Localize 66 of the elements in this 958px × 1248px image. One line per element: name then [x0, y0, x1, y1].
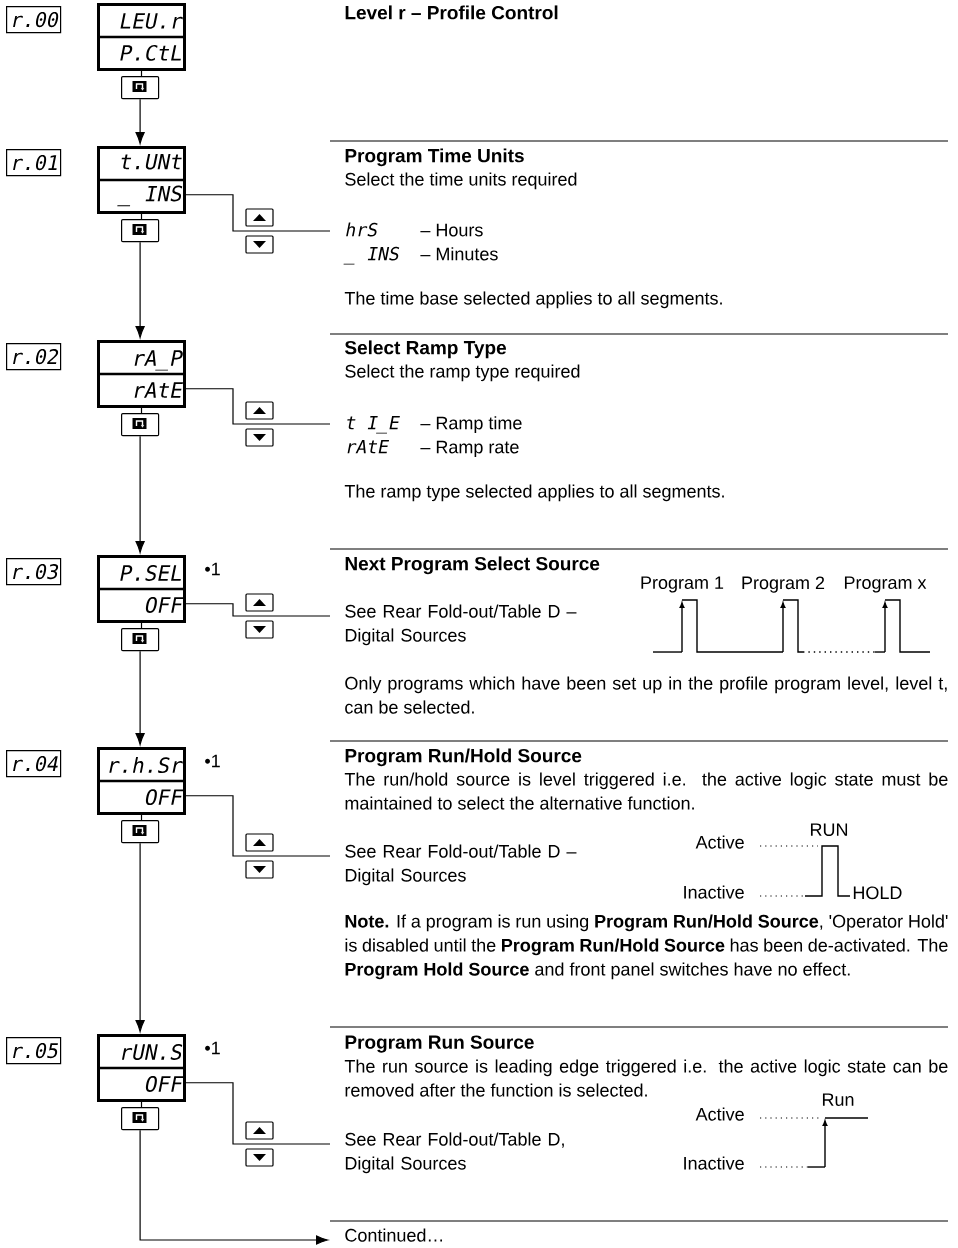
description-text: The time base selected applies to all segments.: [344, 291, 722, 309]
connector-line: [140, 814, 143, 821]
parameter-code-box: r.00: [6, 6, 62, 34]
footnote-mark: •1: [205, 1041, 220, 1055]
waveform-label: Program x: [844, 576, 927, 593]
waveform-label: Active: [695, 835, 744, 849]
section-heading: Program Time Units: [345, 148, 524, 167]
parameter-code-box: r.02: [6, 343, 62, 371]
option-list: t I_E – Ramp time rAtE – Ramp rate: [347, 416, 522, 457]
parameter-code-box: r.01: [6, 149, 62, 177]
display-window: rA_P rAtE: [97, 340, 186, 408]
paragraph: The run/hold source is level triggered i.e. the active logic state must be maintained to select the alternative function.: [344, 772, 948, 810]
description-text: The ramp type selected applies to all segments.: [344, 484, 724, 502]
description-text: Select the ramp type required: [345, 364, 580, 382]
connector-line: [140, 213, 143, 220]
footnote-mark: •1: [205, 562, 220, 576]
scroll-button: [121, 820, 160, 844]
scroll-button: [121, 628, 160, 652]
description-text: See Rear Fold-out/Table D – Digital Sources: [345, 844, 577, 886]
display-window: t.UNt _ INS: [97, 146, 186, 214]
connector-line: [185, 795, 331, 857]
connector-line: [135, 435, 145, 553]
scroll-button: [121, 219, 160, 243]
waveform-label: Inactive: [684, 885, 744, 899]
connector-line: [185, 194, 331, 232]
scroll-button: [121, 1107, 160, 1131]
description-text: Select the time units required: [345, 172, 577, 190]
waveform-label: Inactive: [684, 1156, 744, 1170]
display-window: P.SEL OFF: [97, 555, 186, 623]
connector-line: [140, 70, 143, 77]
description-text: Continued…: [345, 1228, 442, 1242]
connector-line: [185, 388, 331, 425]
description-text: See Rear Fold-out/Table D, Digital Sources: [345, 1132, 564, 1174]
page-title: Level r – Profile Control: [345, 5, 558, 20]
waveform-label: RUN: [810, 823, 848, 836]
paragraph: Note. If a program is run using Program Run/Hold Source, 'Operator Hold' is disabled until the Program Run/Hold Source has been de-activated. The Program Hold Source and front panel switches have no effect.: [345, 914, 948, 980]
connector-line: [140, 1101, 143, 1108]
display-window: LEU.r P.CtL: [97, 3, 186, 71]
waveform-label: Program 1: [641, 576, 724, 593]
connector-line: [139, 1129, 328, 1245]
connector-line: [135, 98, 145, 144]
connector-line: [135, 241, 145, 339]
parameter-code-box: r.04: [6, 750, 62, 778]
waveform-label: HOLD: [853, 886, 902, 900]
display-window: r.h.Sr OFF: [97, 747, 186, 815]
parameter-code-box: r.03: [6, 558, 62, 586]
connector-line: [140, 622, 143, 629]
scroll-button: [121, 76, 160, 100]
section-heading: Select Ramp Type: [344, 340, 506, 359]
footnote-mark: •1: [205, 754, 220, 768]
section-heading: Program Run/Hold Source: [345, 748, 582, 767]
parameter-code-box: r.05: [6, 1037, 62, 1065]
connector-line: [135, 650, 145, 745]
scroll-button: [121, 413, 160, 437]
connector-line: [135, 842, 145, 1032]
section-heading: Program Run Source: [345, 1035, 534, 1053]
paragraph: Only programs which have been set up in the profile program level, level t, can be selected.: [345, 676, 947, 714]
connector-line: [140, 407, 143, 414]
section-heading: Next Program Select Source: [345, 556, 600, 575]
waveform-label: Program 2: [742, 576, 825, 593]
description-text: See Rear Fold-out/Table D – Digital Sources: [345, 604, 577, 646]
connector-line: [185, 1082, 331, 1145]
waveform-label: Active: [695, 1107, 744, 1121]
display-window: rUN.S OFF: [97, 1034, 186, 1102]
connector-line: [185, 603, 331, 617]
option-list: hrS – Hours _ INS – Minutes: [343, 222, 498, 265]
